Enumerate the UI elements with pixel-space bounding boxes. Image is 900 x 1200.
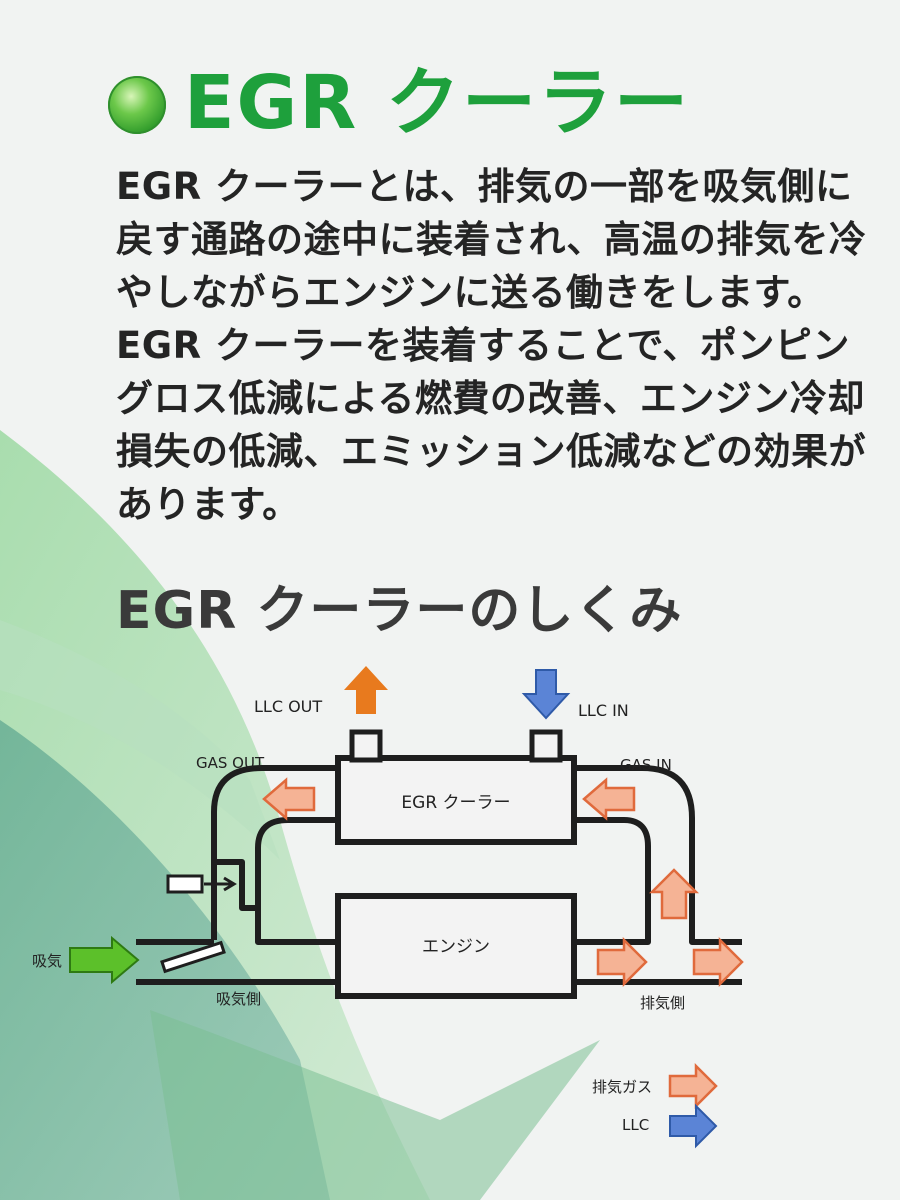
intake-side-label: 吸気側 <box>216 990 261 1008</box>
description-line: あります。 <box>116 483 300 526</box>
description-line: EGR クーラーとは、排気の一部を吸気側に <box>116 165 853 208</box>
description-line: グロス低減による燃費の改善、エンジン冷却 <box>116 377 865 420</box>
title-row: EGR クーラー <box>108 58 690 148</box>
description-line: やしながらエンジンに送る働きをします。 <box>116 271 825 314</box>
legend-exhaust-arrow-icon <box>668 1062 718 1110</box>
engine-label: エンジン <box>422 937 490 957</box>
exhaust-arrow-icon <box>648 868 700 920</box>
exhaust-arrow-icon <box>582 777 636 821</box>
exhaust-side-label: 排気側 <box>640 994 685 1012</box>
exhaust-arrow-icon <box>262 777 316 821</box>
legend-llc-arrow-icon <box>669 1103 718 1149</box>
gas-pipe <box>136 765 742 985</box>
actuator-arrow-icon <box>204 876 237 892</box>
gas-in-label: GAS IN <box>620 756 672 774</box>
egr-valve-actuator <box>166 874 204 894</box>
page-title: EGR クーラー <box>184 60 691 146</box>
description-line: 戻す通路の途中に装着され、高温の排気を冷 <box>116 218 867 261</box>
throttle-plate <box>160 940 226 974</box>
llc-in-port <box>529 729 563 763</box>
section-title: EGR クーラーのしくみ <box>116 581 683 641</box>
llc-in-label: LLC IN <box>578 701 629 720</box>
exhaust-arrow-icon <box>596 936 648 988</box>
gas-out-label: GAS OUT <box>196 754 265 772</box>
legend: 排気ガス LLC <box>592 1062 718 1149</box>
legend-llc-label: LLC <box>622 1116 649 1134</box>
llc-out-port <box>349 729 383 763</box>
llc-out-arrow-icon <box>344 666 388 714</box>
intake-label: 吸気 <box>32 952 62 970</box>
exhaust-arrow-icon <box>692 936 744 988</box>
description-line: 損失の低減、エミッション低減などの効果が <box>116 430 866 473</box>
description-line: EGR クーラーを装着することで、ポンピン <box>116 324 850 367</box>
llc-in-arrow-icon <box>521 669 571 720</box>
egr-cooler-box <box>335 755 577 845</box>
engine-box <box>335 893 577 999</box>
green-bullet-icon <box>108 76 166 134</box>
egr-cooler-label: EGR クーラー <box>401 793 510 813</box>
exhaust-flow-arrows <box>262 777 744 988</box>
legend-exhaust-gas-label: 排気ガス <box>592 1078 652 1096</box>
description: EGR クーラーとは、排気の一部を吸気側に 戻す通路の途中に装着され、高温の排気… <box>116 160 867 531</box>
intake-arrow-icon <box>69 935 140 985</box>
llc-out-label: LLC OUT <box>254 697 322 716</box>
